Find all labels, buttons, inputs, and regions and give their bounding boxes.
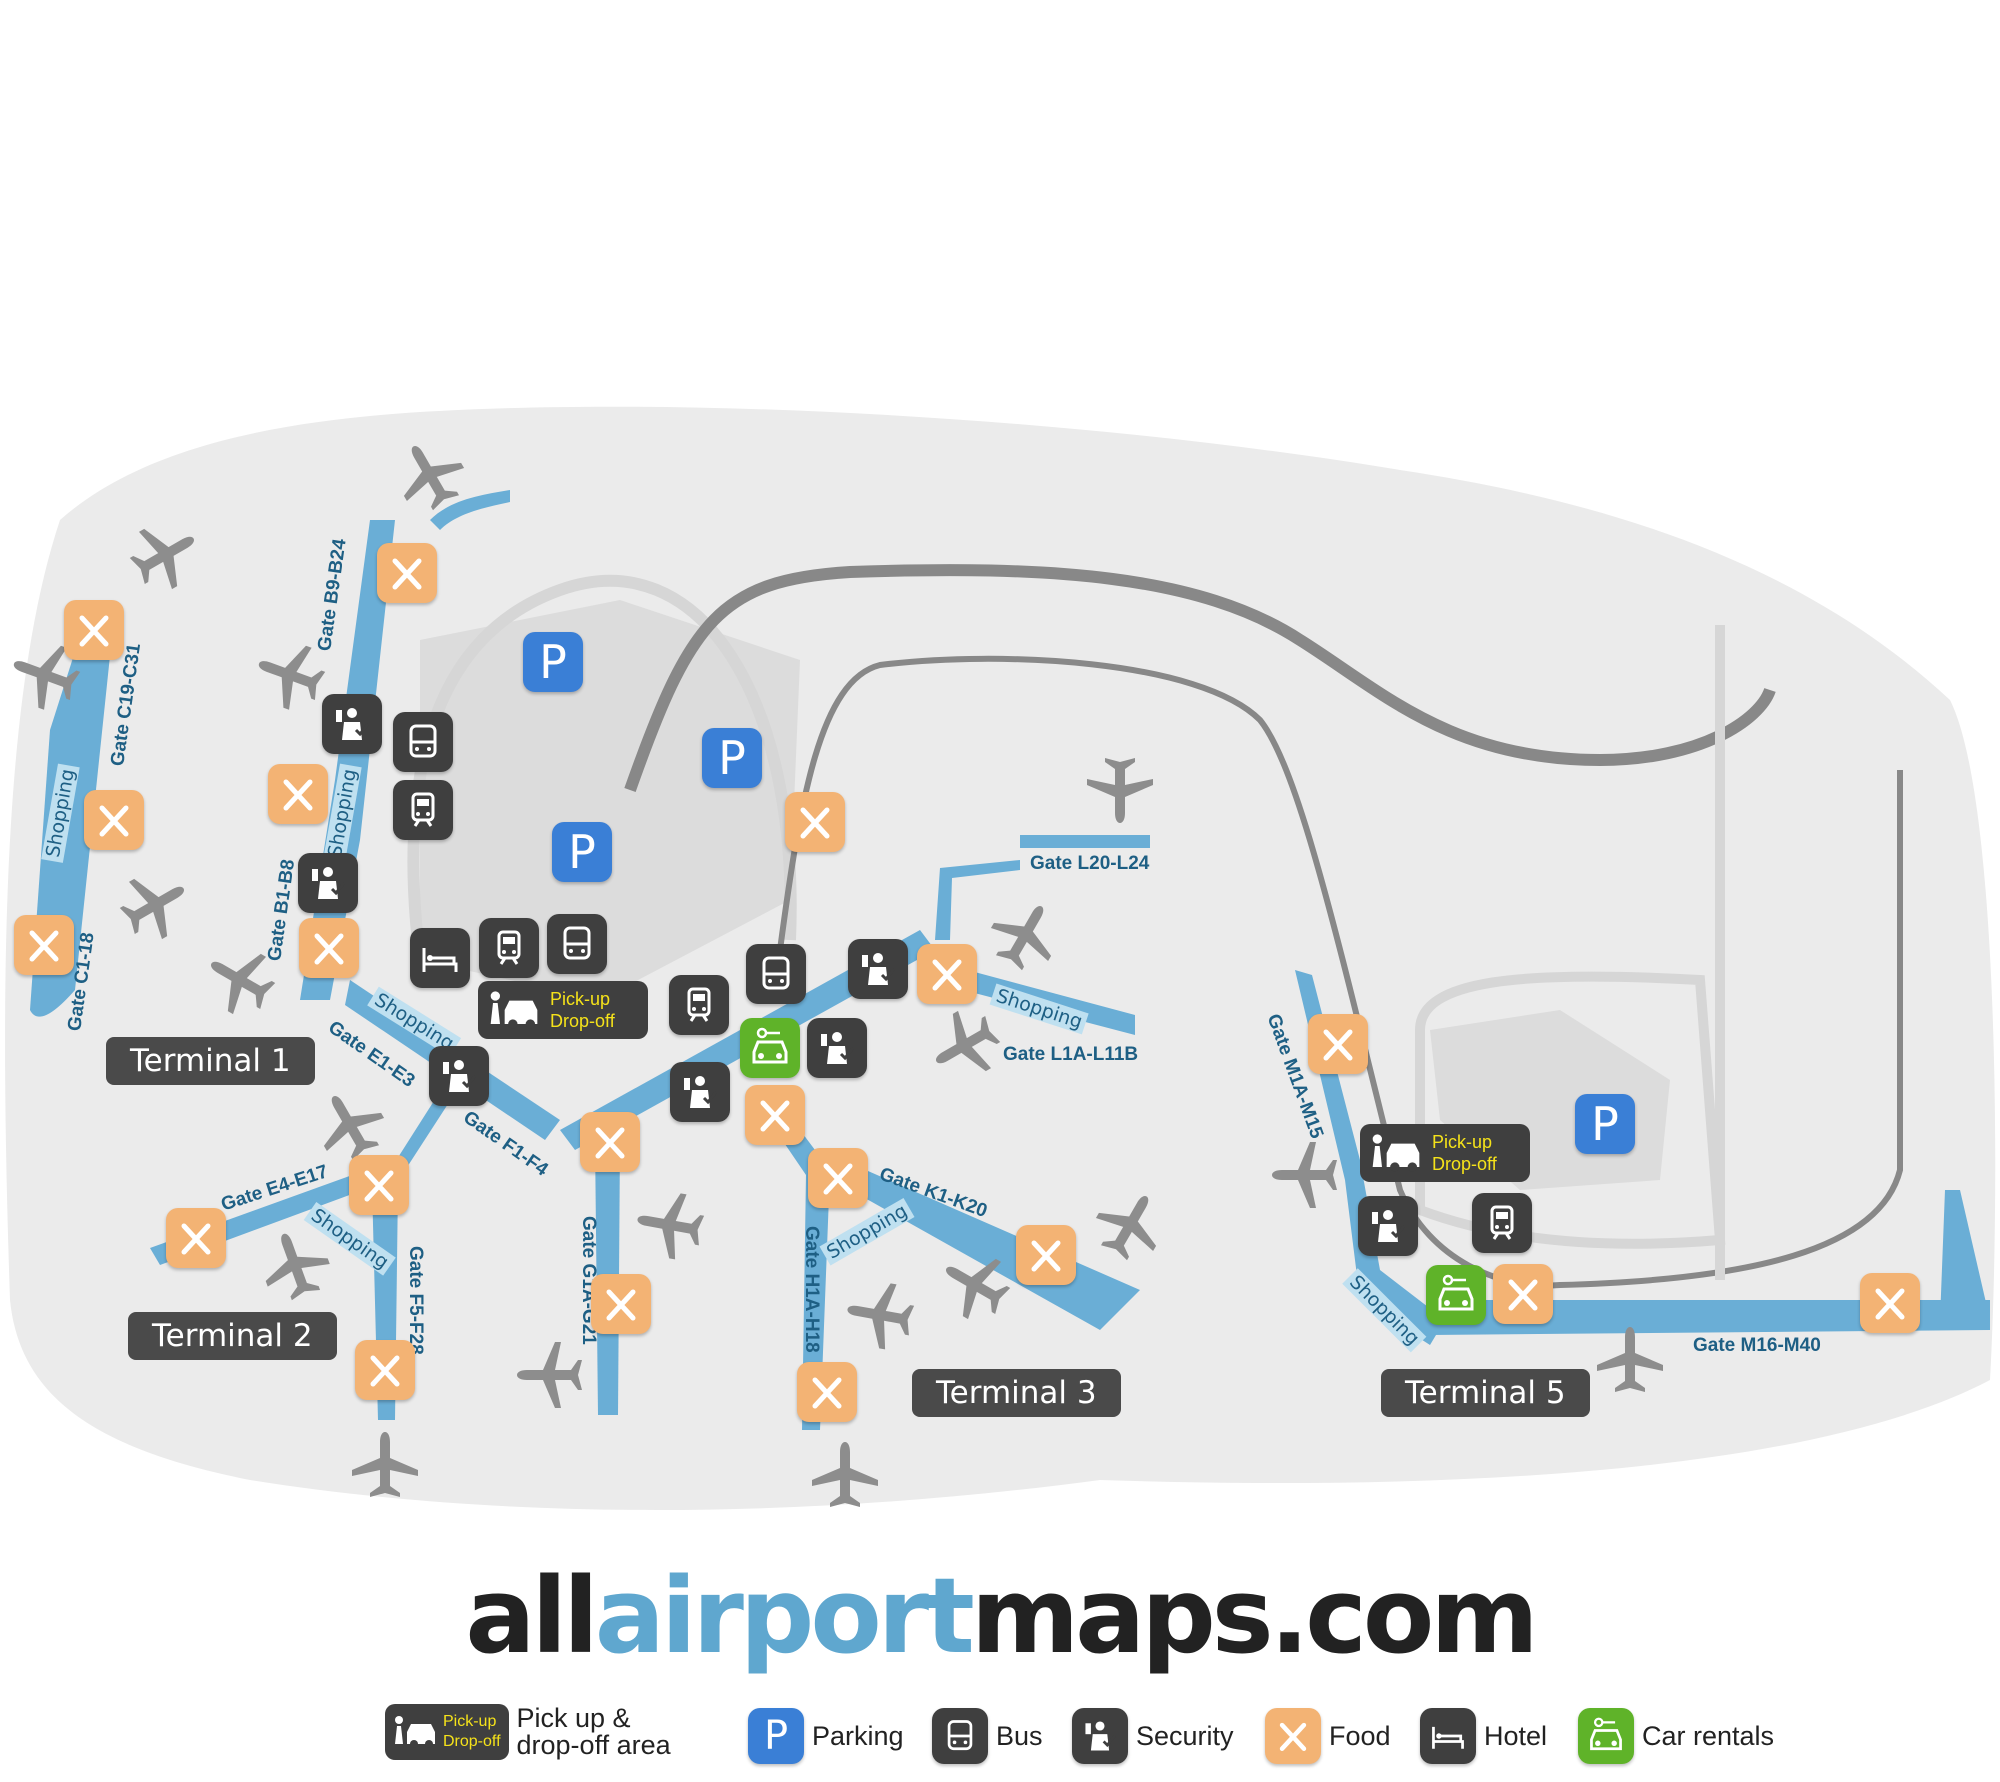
bus-icon[interactable] bbox=[746, 944, 806, 1004]
legend-pickup-label-1: Pick up & bbox=[516, 1703, 631, 1733]
food-icon[interactable] bbox=[797, 1362, 857, 1422]
legend-security-label: Security bbox=[1136, 1720, 1234, 1751]
taxi-icon bbox=[395, 1716, 435, 1748]
central-zone bbox=[420, 600, 800, 1000]
legend-bus: Bus bbox=[932, 1708, 1043, 1764]
food-icon[interactable] bbox=[355, 1340, 415, 1400]
legend-pickup-line2: Drop-off bbox=[443, 1733, 501, 1750]
parking-icon[interactable]: P bbox=[1575, 1094, 1635, 1154]
food-icon[interactable] bbox=[785, 792, 845, 852]
food-icon[interactable] bbox=[349, 1155, 409, 1215]
bus-icon[interactable] bbox=[547, 914, 607, 974]
security-icon[interactable] bbox=[322, 694, 382, 754]
pickup-line1: Pick-up bbox=[1432, 1132, 1493, 1152]
road-main bbox=[624, 564, 1776, 792]
food-icon[interactable] bbox=[166, 1208, 226, 1268]
brand-part2: airport bbox=[594, 1555, 975, 1677]
road-inner bbox=[777, 655, 1903, 1289]
train-icon[interactable] bbox=[669, 975, 729, 1035]
security-icon[interactable] bbox=[848, 939, 908, 999]
taxi-icon bbox=[490, 991, 538, 1029]
car-rental-icon[interactable] bbox=[1426, 1265, 1486, 1325]
food-icon[interactable] bbox=[745, 1085, 805, 1145]
food-icon[interactable] bbox=[808, 1148, 868, 1208]
gate-l1a-l11b: Gate L1A-L11B bbox=[1003, 1044, 1139, 1065]
security-icon[interactable] bbox=[670, 1062, 730, 1122]
legend-hotel: Hotel bbox=[1420, 1708, 1547, 1764]
legend-car-rentals-label: Car rentals bbox=[1642, 1720, 1775, 1751]
legend-hotel-label: Hotel bbox=[1484, 1720, 1548, 1751]
security-icon bbox=[1072, 1708, 1128, 1764]
gate-m16-m40: Gate M16-M40 bbox=[1693, 1335, 1821, 1356]
train-icon[interactable] bbox=[1472, 1193, 1532, 1253]
food-icon[interactable] bbox=[84, 790, 144, 850]
security-icon[interactable] bbox=[1358, 1196, 1418, 1256]
brand-logo: allairportmaps.com bbox=[0, 1555, 2000, 1677]
parking-icon[interactable]: P bbox=[702, 728, 762, 788]
legend-food: Food bbox=[1265, 1708, 1391, 1764]
security-icon[interactable] bbox=[429, 1046, 489, 1106]
legend-pickup-line1: Pick-up bbox=[443, 1713, 497, 1730]
food-icon[interactable] bbox=[917, 944, 977, 1004]
legend-bus-label: Bus bbox=[996, 1720, 1043, 1751]
legend-security: Security bbox=[1072, 1708, 1234, 1764]
legend-car-rentals: Car rentals bbox=[1578, 1708, 1774, 1764]
terminal-3-label: Terminal 3 bbox=[912, 1369, 1121, 1417]
terminal-2-label: Terminal 2 bbox=[128, 1312, 337, 1360]
terminal-5-label: Terminal 5 bbox=[1381, 1369, 1590, 1417]
food-icon[interactable] bbox=[1308, 1014, 1368, 1074]
bus-icon bbox=[932, 1708, 988, 1764]
gate-l20-l24: Gate L20-L24 bbox=[1030, 853, 1150, 874]
car-rental-icon[interactable] bbox=[740, 1018, 800, 1078]
legend-parking-label: Parking bbox=[812, 1720, 904, 1751]
pickup-line2: Drop-off bbox=[1432, 1154, 1497, 1174]
security-icon[interactable] bbox=[298, 853, 358, 913]
parking-icon[interactable]: P bbox=[523, 632, 583, 692]
bus-icon[interactable] bbox=[393, 712, 453, 772]
pickup-line2: Drop-off bbox=[550, 1011, 615, 1031]
food-icon[interactable] bbox=[1493, 1264, 1553, 1324]
food-icon[interactable] bbox=[580, 1112, 640, 1172]
food-icon[interactable] bbox=[299, 918, 359, 978]
hotel-icon[interactable] bbox=[410, 928, 470, 988]
hotel-icon bbox=[1420, 1708, 1476, 1764]
food-icon[interactable] bbox=[1860, 1273, 1920, 1333]
train-icon[interactable] bbox=[393, 780, 453, 840]
food-icon[interactable] bbox=[377, 543, 437, 603]
food-icon bbox=[1265, 1708, 1321, 1764]
food-icon[interactable] bbox=[268, 764, 328, 824]
legend-pickup-label-2: drop-off area bbox=[516, 1730, 671, 1760]
gate-f5-f28: Gate F5-F28 bbox=[405, 1246, 426, 1355]
train-icon[interactable] bbox=[479, 918, 539, 978]
taxi-icon bbox=[1372, 1134, 1420, 1172]
brand-part1: all bbox=[465, 1555, 598, 1677]
car-rental-icon bbox=[1578, 1708, 1634, 1764]
security-icon[interactable] bbox=[807, 1018, 867, 1078]
legend-parking: P Parking bbox=[748, 1708, 904, 1764]
legend-food-label: Food bbox=[1329, 1720, 1391, 1751]
brand-part3: maps.com bbox=[970, 1555, 1539, 1677]
terminal-1-label: Terminal 1 bbox=[106, 1037, 315, 1085]
food-icon[interactable] bbox=[14, 915, 74, 975]
food-icon[interactable] bbox=[64, 600, 124, 660]
pickup-line1: Pick-up bbox=[550, 989, 611, 1009]
food-icon[interactable] bbox=[591, 1274, 651, 1334]
parking-icon[interactable]: P bbox=[552, 822, 612, 882]
food-icon[interactable] bbox=[1016, 1225, 1076, 1285]
gate-h1a-h18: Gate H1A-H18 bbox=[801, 1226, 822, 1353]
